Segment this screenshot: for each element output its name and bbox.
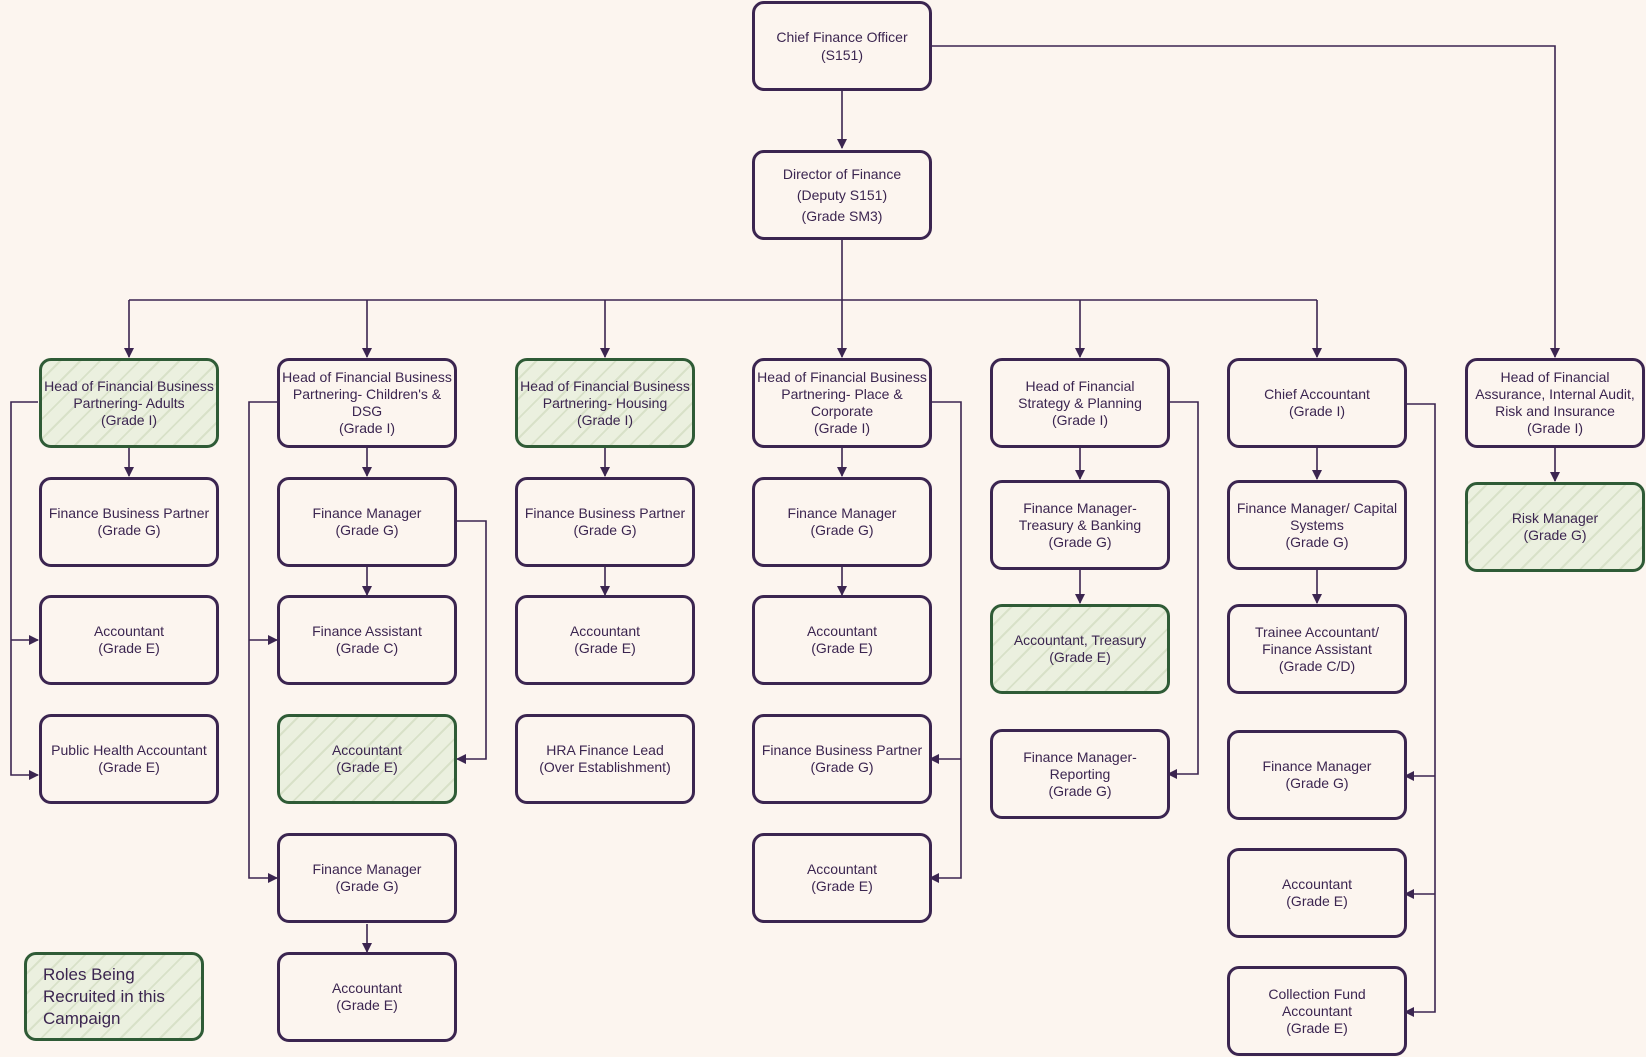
node-place-finance-business-partner: Finance Business Partner (Grade G) (752, 714, 932, 804)
node-director-of-finance: Director of Finance (Deputy S151) (Grade… (752, 150, 932, 240)
node-head-fbp-place-corporate: Head of Financial Business Partnering- P… (752, 358, 932, 448)
node-childrens-finance-manager-1: Finance Manager (Grade G) (277, 477, 457, 567)
node-chief-acc-finance-manager: Finance Manager (Grade G) (1227, 730, 1407, 820)
node-housing-accountant: Accountant (Grade E) (515, 595, 695, 685)
node-chief-finance-officer: Chief Finance Officer (S151) (752, 1, 932, 91)
node-childrens-finance-manager-2: Finance Manager (Grade G) (277, 833, 457, 923)
node-adults-accountant: Accountant (Grade E) (39, 595, 219, 685)
node-childrens-finance-assistant: Finance Assistant (Grade C) (277, 595, 457, 685)
node-public-health-accountant: Public Health Accountant (Grade E) (39, 714, 219, 804)
node-head-fbp-housing: Head of Financial Business Partnering- H… (515, 358, 695, 448)
node-risk-manager: Risk Manager (Grade G) (1465, 482, 1645, 572)
node-hra-finance-lead: HRA Finance Lead (Over Establishment) (515, 714, 695, 804)
node-chief-accountant: Chief Accountant (Grade I) (1227, 358, 1407, 448)
node-adults-finance-business-partner: Finance Business Partner (Grade G) (39, 477, 219, 567)
node-finance-manager-reporting: Finance Manager- Reporting (Grade G) (990, 729, 1170, 819)
node-head-fbp-childrens-dsg: Head of Financial Business Partnering- C… (277, 358, 457, 448)
node-finance-manager-capital-systems: Finance Manager/ Capital Systems (Grade … (1227, 480, 1407, 570)
legend-recruitment-roles: Roles Being Recruited in this Campaign (24, 952, 204, 1041)
node-place-finance-manager: Finance Manager (Grade G) (752, 477, 932, 567)
node-place-accountant-2: Accountant (Grade E) (752, 833, 932, 923)
node-collection-fund-accountant: Collection Fund Accountant (Grade E) (1227, 966, 1407, 1056)
node-head-financial-strategy-planning: Head of Financial Strategy & Planning (G… (990, 358, 1170, 448)
node-trainee-accountant: Trainee Accountant/ Finance Assistant (G… (1227, 604, 1407, 694)
node-childrens-accountant-2: Accountant (Grade E) (277, 952, 457, 1042)
node-accountant-treasury: Accountant, Treasury (Grade E) (990, 604, 1170, 694)
node-housing-finance-business-partner: Finance Business Partner (Grade G) (515, 477, 695, 567)
node-place-accountant-1: Accountant (Grade E) (752, 595, 932, 685)
node-childrens-accountant-1: Accountant (Grade E) (277, 714, 457, 804)
node-head-fbp-adults: Head of Financial Business Partnering- A… (39, 358, 219, 448)
legend-label: Roles Being Recruited in this Campaign (43, 965, 165, 1028)
node-head-financial-assurance-audit: Head of Financial Assurance, Internal Au… (1465, 358, 1645, 448)
node-chief-acc-accountant: Accountant (Grade E) (1227, 848, 1407, 938)
node-finance-manager-treasury-banking: Finance Manager- Treasury & Banking (Gra… (990, 480, 1170, 570)
